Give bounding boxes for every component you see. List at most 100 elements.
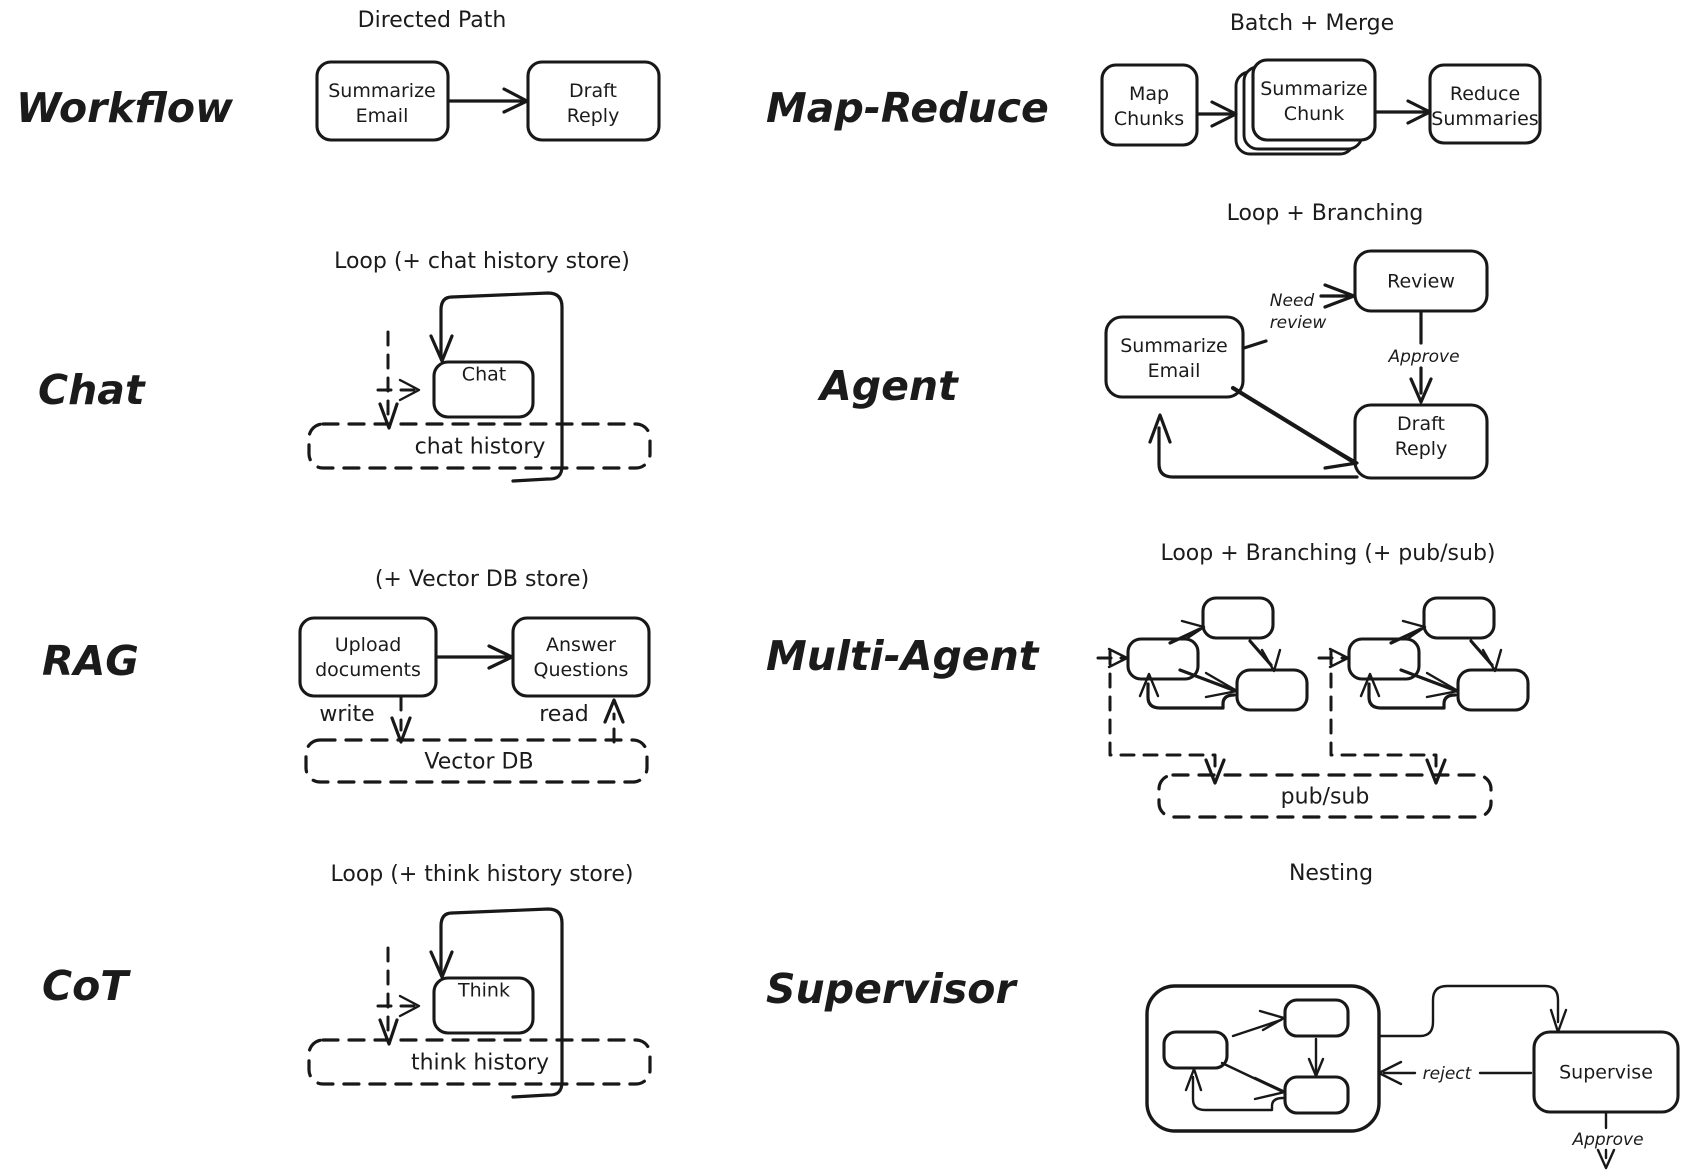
node-upload-documents[interactable] (298, 616, 438, 698)
edge-label-review: review (1270, 313, 1327, 333)
arrowhead-icon (1406, 99, 1432, 125)
row-label-cot: CoT (42, 962, 131, 1010)
node-chat[interactable] (432, 360, 535, 419)
row-label-supervisor: Supervisor (766, 965, 1018, 1013)
arrowhead-icon (1596, 1148, 1616, 1170)
row-chat: Chat Loop (+ chat history store) Chat ch… (38, 249, 652, 483)
arrowhead-icon (390, 716, 412, 744)
caption-agent: Loop + Branching (1227, 201, 1424, 226)
store-label: pub/sub (1281, 785, 1370, 810)
node-label: Think (457, 980, 510, 1002)
node-label: Email (356, 105, 409, 127)
arrowhead-icon (1107, 647, 1129, 669)
arrowhead-icon (1258, 1009, 1286, 1032)
caption-cot: Loop (+ think history store) (330, 862, 633, 887)
arrowhead-icon (1359, 672, 1381, 698)
node-summarize-email-agent[interactable] (1104, 315, 1245, 399)
multi-agent-cluster-a (1096, 596, 1309, 785)
store-label: think history (411, 1051, 549, 1076)
node-label: Summaries (1431, 108, 1538, 130)
node-think[interactable] (432, 976, 535, 1035)
node-draft-reply-agent[interactable] (1353, 403, 1489, 480)
arrowhead-icon (1319, 440, 1359, 470)
row-rag: RAG (+ Vector DB store) Upload documents… (42, 567, 651, 784)
edge-label-write: write (319, 702, 374, 727)
node-label: Questions (534, 659, 629, 681)
edge-b-pubsub-dashed (1329, 649, 1438, 774)
arrowhead-icon (1425, 671, 1460, 699)
store-chat-history[interactable] (307, 422, 652, 470)
node-label: Summarize (1120, 335, 1228, 357)
edge-label-approve: Approve (1387, 347, 1459, 367)
node-sub-left[interactable] (1162, 1030, 1229, 1070)
self-loop-path (450, 291, 564, 483)
node-label: Draft (1397, 413, 1445, 435)
arrowhead-icon (1204, 758, 1226, 785)
edge-label-need: Need (1270, 291, 1315, 311)
edge-label-reject: reject (1423, 1064, 1473, 1084)
node-answer-questions[interactable] (511, 616, 651, 698)
row-map-reduce: Map-Reduce Batch + Merge Map Chunks Summ… (766, 11, 1542, 156)
node-cluster-b-top[interactable] (1422, 596, 1496, 640)
node-label: Reply (1395, 438, 1448, 460)
arrowhead-icon (429, 950, 454, 979)
arrowhead-icon (378, 1018, 399, 1046)
node-sub-bottom[interactable] (1283, 1075, 1350, 1115)
edge-label-approve: Approve (1571, 1130, 1643, 1150)
node-label: Email (1148, 360, 1201, 382)
node-summarize-chunk[interactable] (1251, 58, 1377, 142)
caption-multi-agent: Loop + Branching (+ pub/sub) (1160, 541, 1495, 566)
arrowhead-icon (1138, 672, 1160, 698)
edge-b-right-to-left-loop (1367, 682, 1457, 710)
arrowhead-icon (1377, 1060, 1403, 1086)
arrowhead-icon (1425, 758, 1447, 785)
node-label: documents (315, 659, 421, 681)
node-reduce-summaries[interactable] (1428, 63, 1542, 145)
arrowhead-icon (1204, 671, 1239, 699)
arrowhead-icon (429, 334, 454, 363)
arrowhead-icon (1409, 377, 1433, 404)
node-cluster-b-right[interactable] (1456, 668, 1530, 712)
edge-a-pubsub-dashed (1108, 649, 1217, 774)
arrowhead-icon (1401, 619, 1427, 641)
node-label: Reduce (1450, 83, 1520, 105)
arrowhead-icon (1180, 619, 1206, 641)
arrowhead-icon (603, 698, 625, 724)
node-label: Chunks (1114, 108, 1184, 130)
row-label-workflow: Workflow (16, 84, 233, 132)
node-label: Review (1387, 271, 1455, 293)
row-label-map-reduce: Map-Reduce (766, 84, 1049, 132)
edge-label-read: read (539, 702, 589, 727)
row-supervisor: Supervisor Nesting Supervise reject (766, 861, 1680, 1170)
node-map-chunks[interactable] (1100, 63, 1199, 147)
edge-a-left-to-top (1168, 627, 1202, 645)
node-review[interactable] (1353, 249, 1489, 313)
store-vector-db[interactable] (304, 738, 649, 784)
node-cluster-a-right[interactable] (1235, 668, 1309, 712)
node-label: Supervise (1559, 1062, 1653, 1084)
arrowhead-icon (1148, 413, 1172, 444)
caption-chat: Loop (+ chat history store) (334, 249, 630, 274)
arrowhead-icon (398, 378, 421, 402)
edge-sub-left-to-top (1231, 1018, 1283, 1038)
arrowhead-icon (1210, 100, 1238, 128)
edge-a-left-to-right (1178, 668, 1235, 692)
row-workflow: Workflow Directed Path Summarize Email D… (16, 8, 661, 142)
nesting-container[interactable] (1145, 984, 1381, 1133)
self-loop-entry (439, 911, 454, 974)
edge-feedback-loop (1157, 426, 1359, 479)
caption-map-reduce: Batch + Merge (1230, 11, 1394, 36)
arrowhead-icon (487, 644, 514, 670)
arrowhead-icon (1260, 648, 1282, 673)
row-label-agent: Agent (817, 362, 959, 410)
arrowhead-icon (1328, 647, 1350, 669)
node-sub-top[interactable] (1283, 998, 1350, 1038)
store-think-history[interactable] (307, 1038, 652, 1086)
edge-need-review (1242, 339, 1268, 350)
arrowhead-icon (1253, 1076, 1287, 1101)
node-cluster-a-top[interactable] (1201, 596, 1275, 640)
arrowhead-icon (502, 87, 529, 114)
edge-container-to-supervise (1379, 984, 1560, 1038)
